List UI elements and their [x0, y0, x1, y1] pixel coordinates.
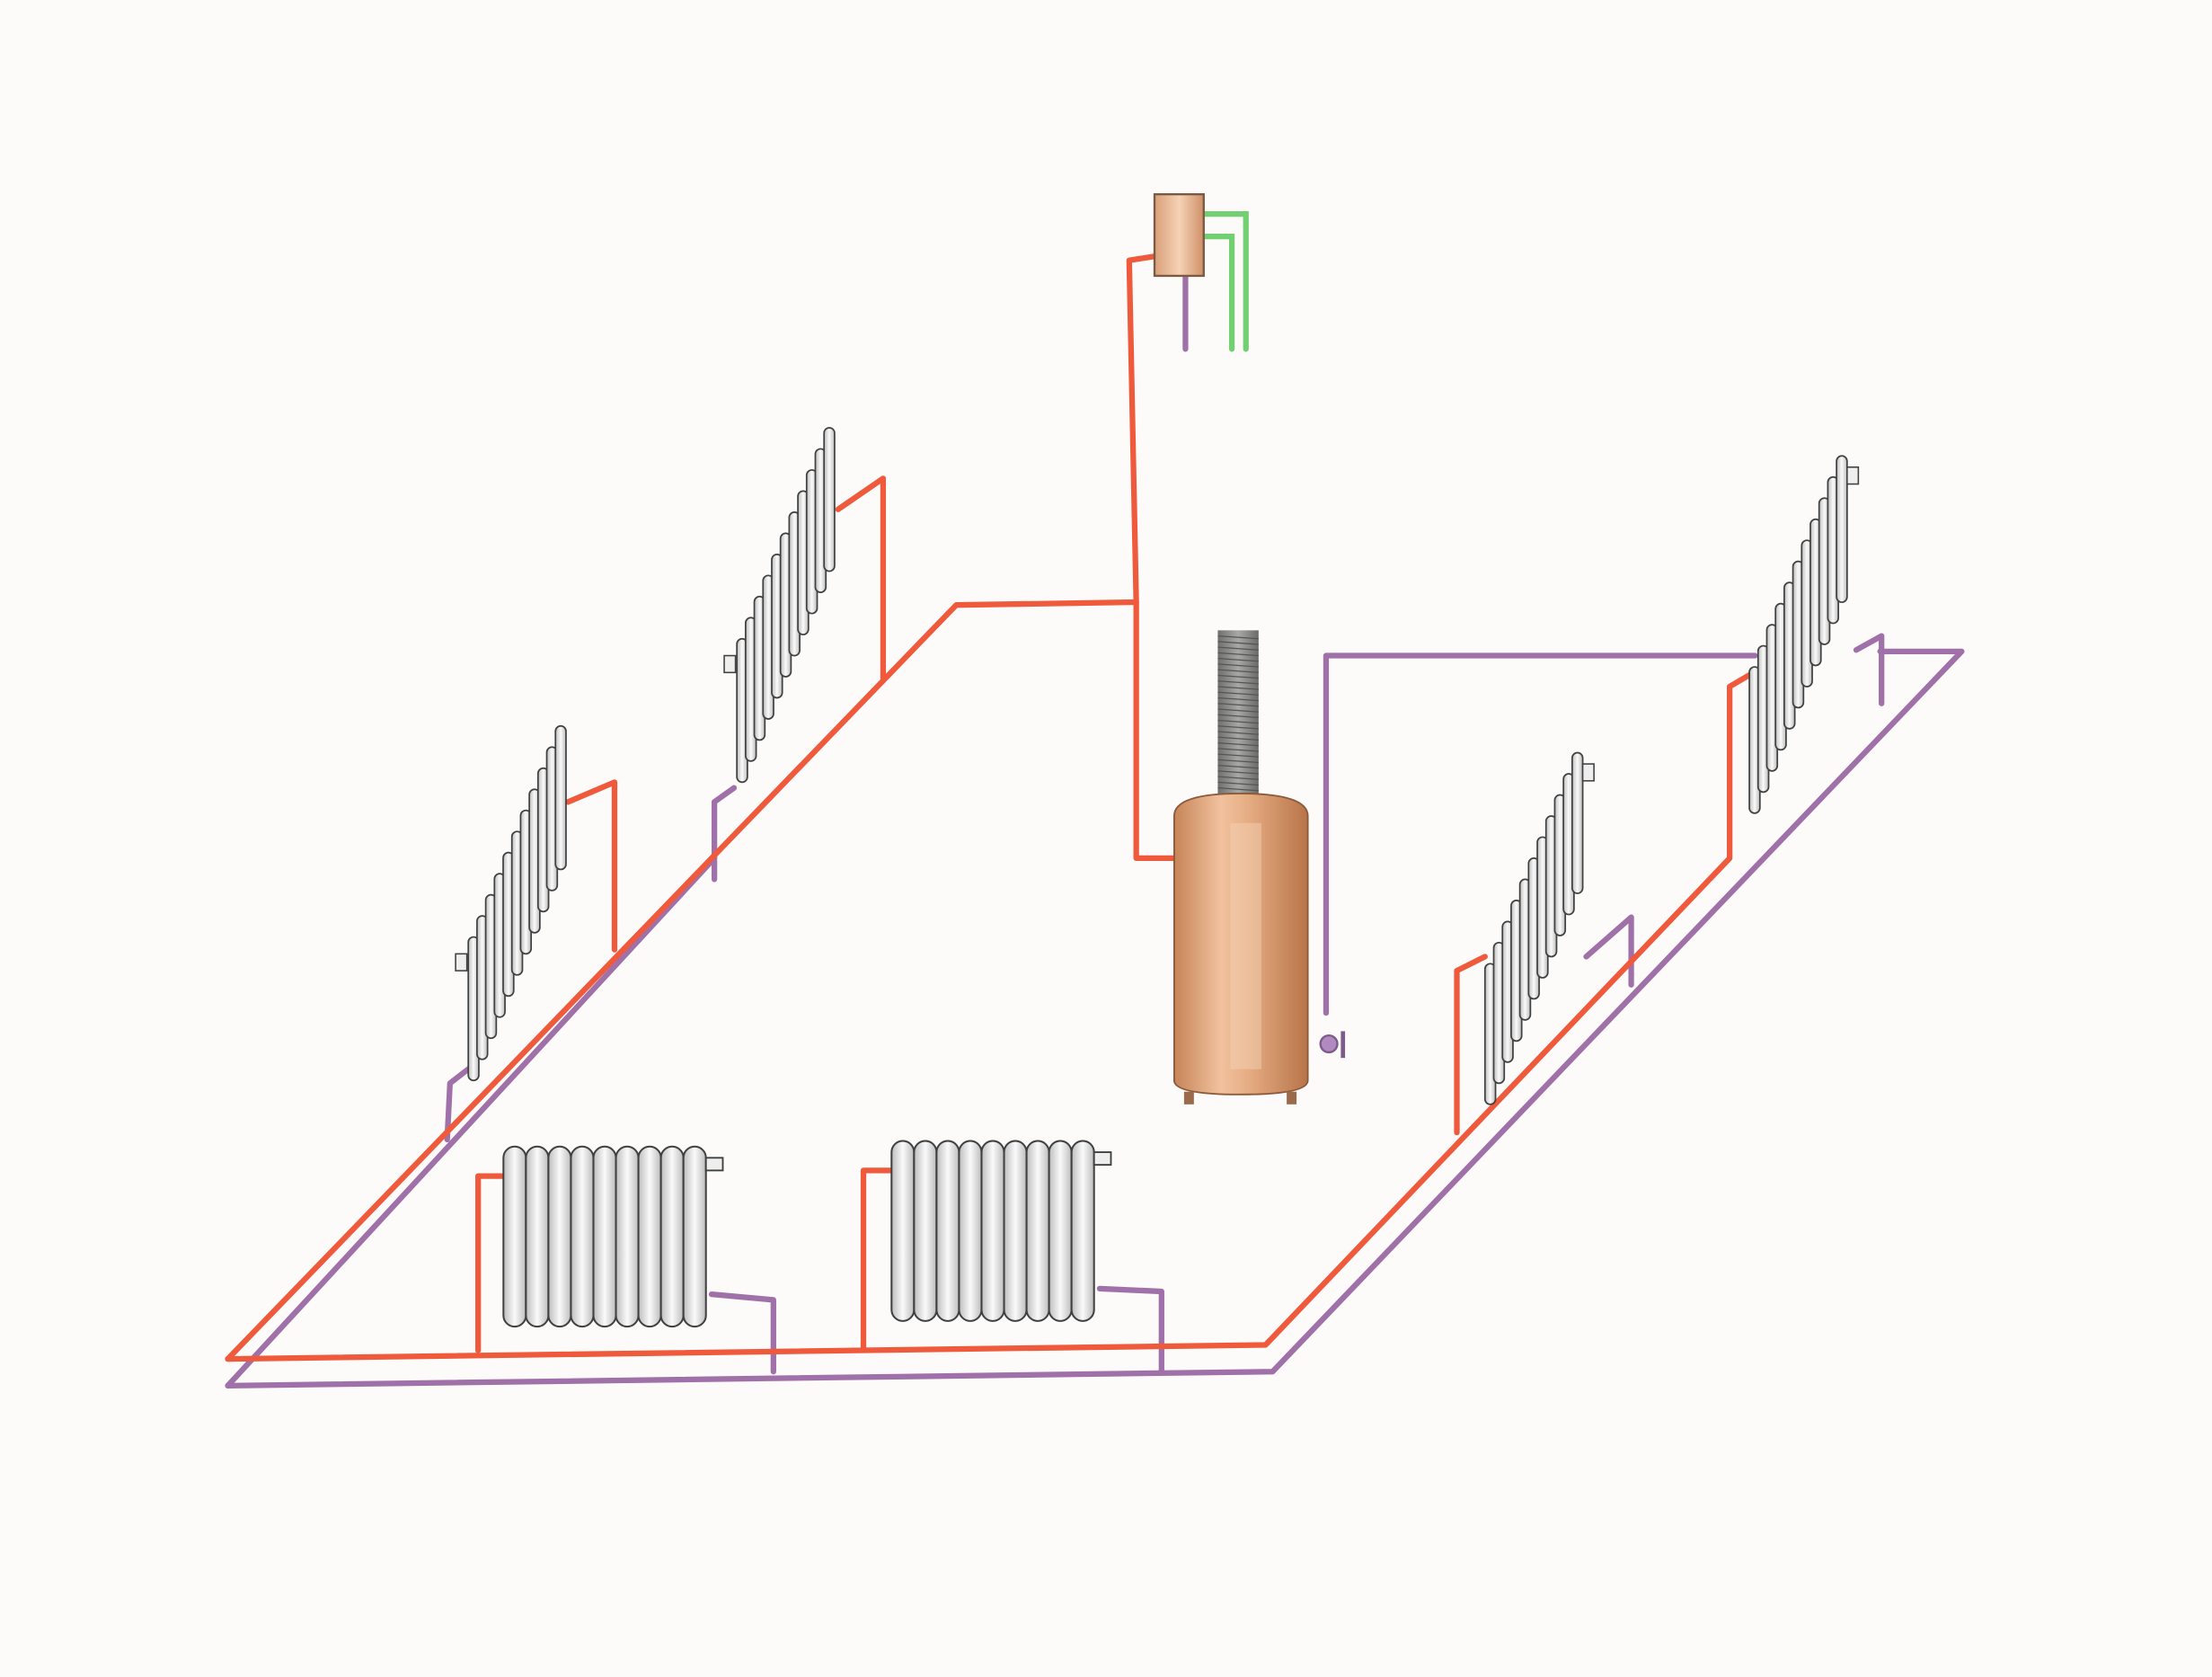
cold-pipe-1 — [1200, 233, 1235, 352]
cold-pipe-2 — [1200, 210, 1249, 352]
radiator-column — [1836, 455, 1848, 603]
chimney-rib — [1217, 748, 1259, 752]
radiator-column — [935, 1140, 960, 1322]
supply-riser-to-tank — [1126, 253, 1159, 606]
chimney-rib — [1217, 663, 1259, 668]
radiator-column — [659, 1145, 685, 1328]
chimney-rib — [1217, 741, 1259, 747]
radiator-column — [1048, 1140, 1073, 1322]
return-main-loop — [225, 648, 1965, 1389]
chimney-rib — [1217, 652, 1259, 657]
supply-main-loop — [225, 670, 1756, 1362]
chimney-rib — [1217, 703, 1259, 707]
chimney-rib — [1217, 641, 1259, 645]
radiator-icon — [723, 427, 836, 784]
chimney-rib — [1217, 736, 1259, 741]
chimney-rib — [1217, 759, 1259, 764]
radiator-column — [1070, 1140, 1095, 1322]
chimney-rib — [1217, 787, 1259, 792]
radiator-column — [637, 1145, 662, 1328]
radiator-column — [502, 1145, 527, 1328]
chimney-rib — [1217, 669, 1259, 673]
radiator-column — [980, 1140, 1005, 1322]
chimney-rib — [1217, 680, 1259, 685]
supply-left-rad-1 — [565, 779, 618, 953]
radiator-valve-cap — [723, 654, 737, 674]
chimney-rib — [1217, 714, 1259, 719]
boiler-leg-right — [1287, 1091, 1297, 1105]
return-front-rad-1 — [708, 1291, 776, 1375]
chimney-ribs — [1217, 634, 1259, 792]
supply-front-rad-2 — [860, 1167, 895, 1351]
radiator-column — [913, 1140, 938, 1322]
tank-icon — [1153, 192, 1205, 278]
radiator-valve-cap — [704, 1157, 724, 1172]
chimney-rib — [1217, 686, 1259, 690]
return-left-diagonal — [225, 855, 718, 1389]
radiator-icon — [890, 1140, 1112, 1322]
radiator-column — [958, 1140, 983, 1322]
boiler-highlight — [1230, 822, 1261, 1069]
chimney-icon — [1217, 630, 1259, 797]
valve-icon — [1319, 1031, 1346, 1059]
supply-front-rad-1 — [475, 1173, 507, 1353]
chimney-rib — [1217, 646, 1259, 651]
return-left-rad-1 — [444, 1060, 479, 1143]
boiler-leg-left — [1183, 1091, 1194, 1105]
radiator-valve-cap — [1581, 763, 1595, 782]
return-right-rad-2 — [1853, 633, 1885, 706]
chimney-rib — [1217, 725, 1259, 730]
radiator-column — [1571, 751, 1584, 894]
radiator-valve-cap — [455, 953, 468, 972]
radiator-valve-cap — [1846, 466, 1860, 485]
chimney-rib — [1217, 708, 1259, 713]
radiator-column — [890, 1140, 916, 1322]
chimney-rib — [1217, 731, 1259, 735]
radiator-column — [823, 427, 836, 572]
boiler — [1172, 630, 1346, 1105]
chimney-rib — [1217, 753, 1259, 758]
supply-left-rad-2 — [835, 475, 887, 681]
radiator-icon — [455, 724, 567, 1082]
return-pipes — [225, 272, 1965, 1389]
radiator-valve-cap — [1093, 1151, 1112, 1167]
chimney-rib — [1217, 764, 1259, 769]
chimney-rib — [1217, 691, 1259, 696]
radiator-column — [554, 724, 567, 871]
chimney-rib — [1217, 719, 1259, 724]
radiator-icon — [1748, 455, 1860, 814]
radiator-column — [1003, 1140, 1028, 1322]
chimney-rib — [1217, 674, 1259, 679]
supply-right-rad-1 — [1454, 954, 1488, 1136]
radiator-icon — [1483, 751, 1595, 1105]
boiler-icon — [1172, 792, 1309, 1096]
cold-water-pipes — [1200, 210, 1249, 352]
radiator-column — [570, 1145, 595, 1328]
radiator-column — [615, 1145, 640, 1328]
chimney-rib — [1217, 770, 1259, 775]
chimney-rib — [1217, 697, 1259, 702]
chimney-rib — [1217, 781, 1259, 786]
chimney-rib — [1217, 776, 1259, 780]
chimney-rib — [1217, 634, 1259, 640]
radiator-column — [1025, 1140, 1050, 1322]
radiator-icon — [502, 1145, 724, 1328]
radiator-column — [682, 1145, 707, 1328]
chimney-rib — [1217, 658, 1259, 662]
return-riser-to-boiler — [1323, 652, 1758, 1016]
radiator-column — [592, 1145, 617, 1328]
radiator-column — [525, 1145, 550, 1328]
radiator-column — [547, 1145, 572, 1328]
expansion-tank — [1153, 192, 1205, 278]
supply-pipes — [225, 253, 1756, 1362]
valve-body — [1319, 1034, 1339, 1054]
radiators — [455, 427, 1860, 1328]
